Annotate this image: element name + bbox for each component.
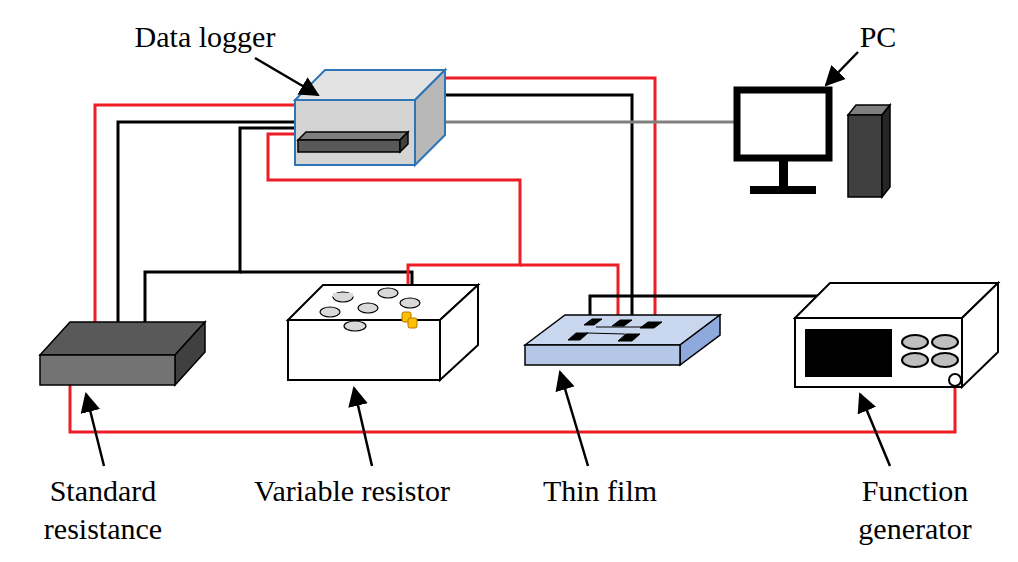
thin-film-pads: [568, 319, 662, 341]
part-label: Function generator: [833, 472, 998, 548]
leader-lines: [86, 52, 890, 466]
standard-resistance-box: [40, 322, 205, 385]
leader-arrow: [255, 58, 318, 95]
resistor-knobs: [320, 288, 420, 331]
part-label: Thin film: [525, 472, 675, 510]
pc-monitor: [737, 90, 829, 194]
leader-arrow: [86, 394, 104, 466]
function-generator: [795, 283, 998, 387]
usb-cable: [445, 121, 735, 124]
red-wire: [70, 385, 955, 432]
leader-arrow: [860, 394, 890, 466]
resistor-terminals: [402, 312, 417, 328]
pc-tower: [848, 105, 890, 197]
leader-arrow: [826, 52, 858, 85]
variable-resistor-box: [288, 285, 478, 380]
leader-arrow: [354, 388, 372, 466]
data-logger-box: [295, 70, 445, 165]
part-label: Variable resistor: [232, 472, 472, 510]
part-label: Data logger: [105, 18, 305, 56]
part-label: PC: [848, 18, 908, 56]
terminal-block: [298, 132, 408, 152]
part-label: Standard resistance: [18, 472, 188, 548]
leader-arrow: [560, 372, 588, 466]
thin-film-substrate: [525, 315, 720, 365]
